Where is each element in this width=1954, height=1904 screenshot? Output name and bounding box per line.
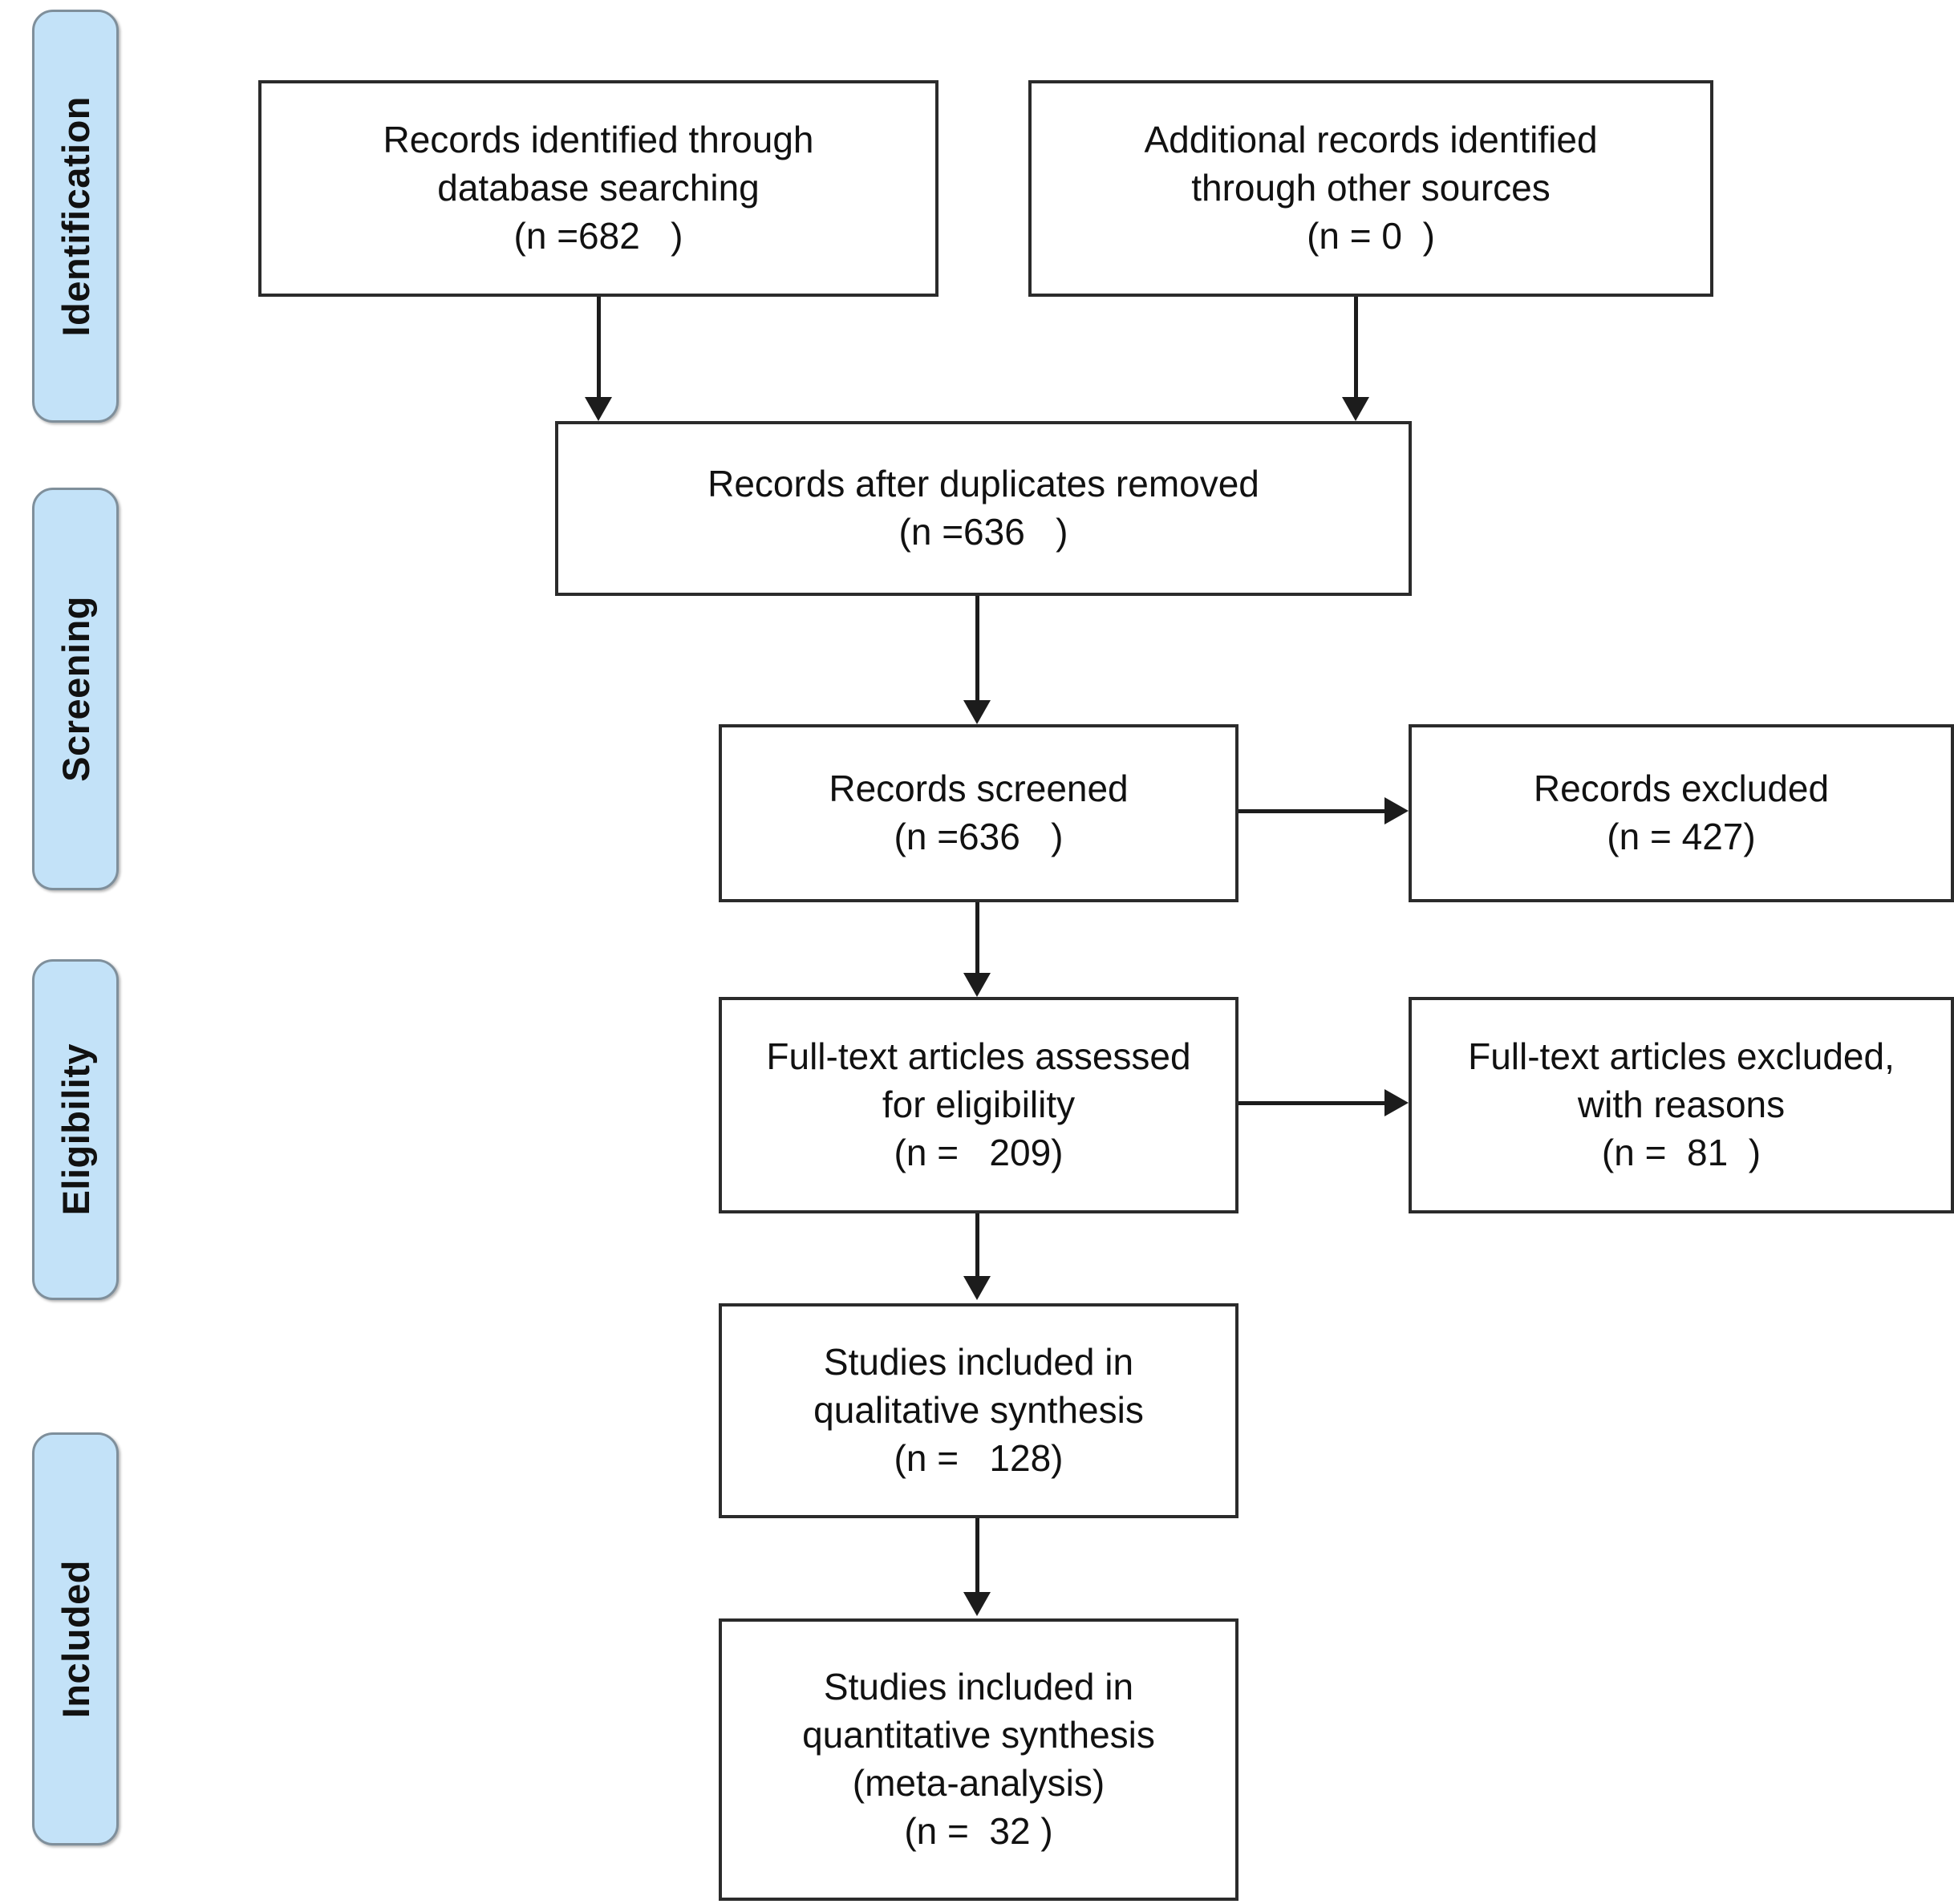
stage-label-screening: Screening [54,596,97,782]
connector-other-to-dedup-line [1354,297,1358,401]
box-fulltext-excluded: Full-text articles excluded, with reason… [1409,997,1954,1213]
connector-dedup-to-screened-arrowhead [963,700,991,724]
stage-pill-screening: Screening [32,488,119,890]
box-line: (n = 427) [1607,816,1756,857]
stage-pill-identification: Identification [32,10,119,423]
connector-qualitative-to-quantitative-arrowhead [963,1592,991,1616]
connector-fulltext-to-qualitative-line [975,1213,979,1279]
box-line: (n =682 ) [513,214,683,257]
box-line: database searching [437,167,760,209]
box-records-identified-database: Records identified through database sear… [258,80,938,297]
box-line: Full-text articles excluded, [1468,1035,1895,1078]
box-line: (n = 32 ) [904,1809,1053,1852]
connector-screened-to-excluded-line [1238,809,1387,813]
box-line: for eligibility [882,1084,1076,1126]
box-studies-qualitative: Studies included in qualitative synthesi… [719,1303,1238,1518]
stage-label-eligibility: Eligibility [54,1043,97,1216]
connector-qualitative-to-quantitative-line [975,1518,979,1594]
connector-fulltext-to-qualitative-arrowhead [963,1276,991,1300]
connector-other-to-dedup-arrowhead [1342,397,1369,421]
connector-db-to-dedup-line [597,297,601,401]
box-line: Records identified through [383,119,814,161]
box-records-screened: Records screened (n =636 ) [719,724,1238,902]
connector-screened-to-fulltext-arrowhead [963,973,991,997]
connector-fulltext-to-excluded-line [1238,1101,1387,1105]
box-line: (n =636 ) [894,816,1064,857]
box-line: (n = 209) [894,1131,1064,1173]
connector-screened-to-fulltext-line [975,902,979,976]
stage-label-included: Included [54,1559,97,1719]
box-records-excluded: Records excluded (n = 427) [1409,724,1954,902]
box-studies-quantitative: Studies included in quantitative synthes… [719,1618,1238,1901]
connector-screened-to-excluded-arrowhead [1384,797,1409,824]
box-line: Records after duplicates removed [707,463,1259,505]
box-records-after-duplicates-removed: Records after duplicates removed (n =636… [555,421,1412,596]
connector-db-to-dedup-arrowhead [585,397,612,421]
box-line: with reasons [1577,1084,1786,1126]
box-line: Studies included in [823,1341,1134,1383]
box-line: Studies included in [823,1666,1134,1708]
box-line: (n = 81 ) [1601,1131,1761,1173]
connector-dedup-to-screened-line [975,596,979,704]
box-line: (n = 0 ) [1307,214,1435,257]
box-line: through other sources [1191,167,1551,209]
box-additional-records-other-sources: Additional records identified through ot… [1028,80,1713,297]
connector-fulltext-to-excluded-arrowhead [1384,1089,1409,1116]
box-line: (n = 128) [894,1436,1064,1479]
box-line: Full-text articles assessed [766,1035,1191,1078]
box-line: Additional records identified [1144,119,1598,161]
stage-pill-eligibility: Eligibility [32,959,119,1300]
box-line: (meta-analysis) [852,1762,1105,1804]
box-line: Records excluded [1533,768,1830,810]
box-fulltext-assessed: Full-text articles assessed for eligibil… [719,997,1238,1213]
box-line: qualitative synthesis [813,1389,1144,1432]
box-line: (n =636 ) [898,511,1068,553]
stage-label-identification: Identification [54,95,97,337]
stage-pill-included: Included [32,1432,119,1845]
box-line: Records screened [829,768,1129,810]
box-line: quantitative synthesis [802,1714,1155,1756]
